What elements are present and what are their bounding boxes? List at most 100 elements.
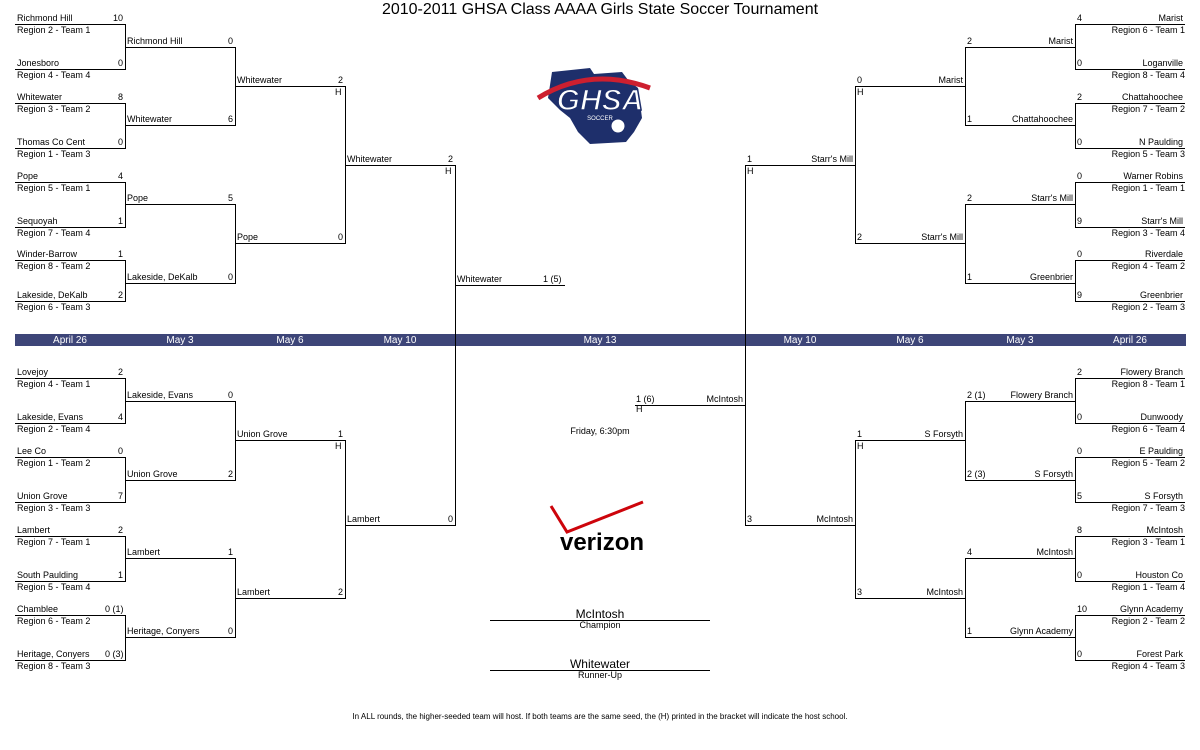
quarterfinal-slot-line [235, 243, 345, 244]
second-round-slot-line [125, 125, 235, 126]
svg-text:GHSA: GHSA [557, 84, 644, 117]
team-slot-line [1075, 182, 1185, 183]
second-round-slot-score: 0 [227, 390, 233, 400]
second-round-slot-name: Flowery Branch [1010, 390, 1073, 400]
bracket-connector [1075, 182, 1076, 228]
team-region: Region 1 - Team 2 [17, 458, 91, 468]
quarterfinal-slot-line [855, 86, 965, 87]
team-slot-line [1075, 260, 1185, 261]
team-slot-score: 4 [117, 412, 123, 422]
date-label: May 3 [166, 335, 194, 346]
date-label: May 10 [783, 335, 817, 346]
team-slot-score: 1 [117, 216, 123, 226]
quarterfinal-slot-name: Starr's Mill [921, 232, 963, 242]
team-slot-score: 5 [1077, 491, 1083, 501]
team-slot-score: 7 [117, 491, 123, 501]
second-round-slot-name: Heritage, Conyers [127, 626, 200, 636]
quarterfinal-slot-score: 2 [337, 75, 343, 85]
quarterfinal-slot-line [235, 598, 345, 599]
team-slot-score: 4 [117, 171, 123, 181]
team-region: Region 3 - Team 1 [1111, 537, 1185, 547]
team-slot-line [15, 227, 125, 228]
quarterfinal-slot-name: Marist [938, 75, 964, 85]
quarterfinal-slot-host-marker: H [857, 441, 864, 451]
second-round-slot-line [965, 125, 1075, 126]
second-round-slot-name: S Forsyth [1034, 469, 1073, 479]
quarterfinal-slot-score: 0 [337, 232, 343, 242]
team-slot-score: 2 [1077, 92, 1083, 102]
bracket-connector [855, 440, 856, 599]
team-slot-score: 0 [1077, 446, 1083, 456]
bracket-connector [125, 182, 126, 228]
team-slot-score: 10 [112, 13, 123, 23]
team-slot-name: Richmond Hill [17, 13, 73, 23]
team-region: Region 5 - Team 3 [1111, 149, 1185, 159]
final-slot-score: 1 (5) [543, 274, 562, 284]
team-region: Region 2 - Team 3 [1111, 302, 1185, 312]
team-slot-name: Houston Co [1135, 570, 1183, 580]
second-round-slot-line [965, 204, 1075, 205]
team-slot-score: 8 [1077, 525, 1083, 535]
bracket-connector [345, 440, 346, 599]
team-slot-line [15, 301, 125, 302]
date-label: May 10 [383, 335, 417, 346]
final-slot-score: 1 (6) [636, 394, 655, 404]
second-round-slot-name: Lambert [127, 547, 161, 557]
team-region: Region 7 - Team 2 [1111, 104, 1185, 114]
team-slot-line [1075, 103, 1185, 104]
quarterfinal-slot-score: 0 [857, 75, 863, 85]
team-region: Region 7 - Team 3 [1111, 503, 1185, 513]
second-round-slot-line [965, 637, 1075, 638]
date-label: April 26 [1113, 335, 1147, 346]
quarterfinal-slot-name: S Forsyth [924, 429, 963, 439]
team-slot-score: 2 [117, 367, 123, 377]
second-round-slot-score: 1 [967, 626, 973, 636]
runner-up-line [490, 670, 710, 671]
second-round-slot-name: Richmond Hill [127, 36, 183, 46]
team-slot-name: McIntosh [1146, 525, 1183, 535]
semifinal-slot-score: 3 [747, 514, 753, 524]
quarterfinal-slot-name: Lambert [237, 587, 271, 597]
team-slot-name: Lovejoy [17, 367, 49, 377]
team-slot-line [15, 378, 125, 379]
team-slot-name: Thomas Co Cent [17, 137, 86, 147]
bracket-connector [235, 204, 236, 284]
team-region: Region 4 - Team 3 [1111, 661, 1185, 671]
final-slot-name: McIntosh [706, 394, 743, 404]
team-region: Region 3 - Team 2 [17, 104, 91, 114]
team-region: Region 2 - Team 4 [17, 424, 91, 434]
semifinal-slot-score: 2 [447, 154, 453, 164]
second-round-slot-score: 4 [967, 547, 973, 557]
team-region: Region 4 - Team 1 [17, 379, 91, 389]
quarterfinal-slot-score: 2 [337, 587, 343, 597]
footnote: In ALL rounds, the higher-seeded team wi… [352, 712, 848, 721]
second-round-slot-score: 2 [227, 469, 233, 479]
quarterfinal-slot-line [235, 440, 345, 441]
team-slot-name: South Paulding [17, 570, 79, 580]
second-round-slot-line [125, 558, 235, 559]
team-slot-line [15, 502, 125, 503]
final-time: Friday, 6:30pm [570, 426, 630, 436]
team-region: Region 6 - Team 4 [1111, 424, 1185, 434]
team-slot-score: 2 [117, 525, 123, 535]
second-round-slot-line [125, 204, 235, 205]
date-label: April 26 [53, 335, 87, 346]
champion-line [490, 620, 710, 621]
second-round-slot-score: 1 [967, 272, 973, 282]
team-slot-line [15, 615, 125, 616]
team-slot-name: E Paulding [1139, 446, 1183, 456]
quarterfinal-slot-host-marker: H [335, 441, 342, 451]
bracket-connector [125, 615, 126, 661]
second-round-slot-name: Lakeside, DeKalb [127, 272, 198, 282]
team-slot-line [1075, 423, 1185, 424]
second-round-slot-name: Marist [1048, 36, 1074, 46]
team-slot-name: Lee Co [17, 446, 47, 456]
semifinal-slot-name: Starr's Mill [811, 154, 853, 164]
semifinal-slot-score: 0 [447, 514, 453, 524]
team-slot-name: Lakeside, Evans [17, 412, 84, 422]
team-slot-name: Lambert [17, 525, 51, 535]
semifinal-slot-line [345, 165, 455, 166]
team-slot-line [1075, 502, 1185, 503]
final-slot-name: Whitewater [457, 274, 503, 284]
quarterfinal-slot-score: 3 [857, 587, 863, 597]
